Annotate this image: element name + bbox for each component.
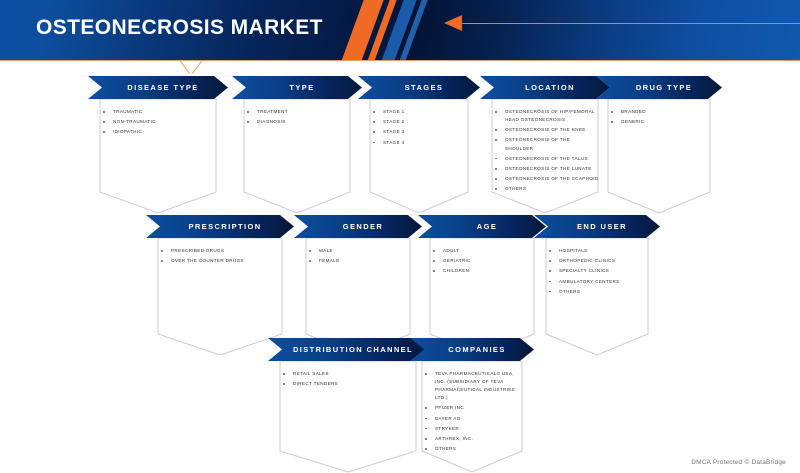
category-list-type: TREATMENT DIAGNOSIS (232, 99, 362, 126)
list-item[interactable]: FEMALE (308, 257, 412, 265)
category-card-gender: GENDER MALE FEMALE (294, 215, 422, 356)
category-card-age: AGE ADULT GERIATRIC CHILDREN (418, 215, 546, 356)
category-title-type: TYPE (289, 83, 315, 92)
list-item[interactable]: STAGE 3 (372, 128, 470, 136)
header-left-arrow-icon (444, 15, 462, 31)
category-card-end-user: END USER HOSPITALS ORTHOPEDIC CLINICS SPECI… (534, 215, 660, 356)
list-item[interactable]: STAGE 2 (372, 118, 470, 126)
category-body-companies: TEVA PHARMACEUTICALS USA, INC. (SUBSIDIA… (410, 361, 534, 473)
category-banner-type[interactable]: TYPE (232, 76, 362, 99)
list-item[interactable]: ARTHREX, INC. (424, 435, 524, 443)
category-card-distribution-channel: DISTRIBUTION CHANNEL RETAIL SALES DIRECT T… (268, 338, 428, 473)
category-card-disease-type: DISEASE TYPE TRAUMATIC NON-TRAUMATIC IDIOPA… (88, 76, 228, 214)
list-item[interactable]: OTHERS (548, 288, 650, 296)
category-body-distribution-channel: RETAIL SALES DIRECT TENDERS (268, 361, 428, 473)
list-item[interactable]: NON-TRAUMATIC (102, 118, 218, 126)
list-item[interactable]: STRYKER (424, 425, 524, 433)
list-item[interactable]: CHILDREN (432, 267, 536, 275)
category-list-end-user: HOSPITALS ORTHOPEDIC CLINICS SPECIALTY CLI… (534, 238, 660, 296)
header-underline (0, 60, 800, 61)
category-body-type: TREATMENT DIAGNOSIS (232, 99, 362, 214)
category-list-stages: STAGE 1 STAGE 2 STAGE 3 STAGE 4 (358, 99, 480, 147)
category-list-gender: MALE FEMALE (294, 238, 422, 265)
category-title-disease-type: DISEASE TYPE (127, 83, 199, 92)
list-item[interactable]: OTHERS (424, 445, 524, 453)
category-banner-stages[interactable]: STAGES (358, 76, 480, 99)
category-body-location: OSTEONECROSIS OF HIP/FEMORAL HEAD OSTEON… (480, 99, 610, 214)
list-item[interactable]: DIRECT TENDERS (282, 380, 418, 388)
category-list-prescription: PRESCRIBED DRUGS OVER THE COUNTER DRUGS (146, 238, 294, 265)
list-item[interactable]: OSTEONECROSIS OF THE LUNATE (494, 165, 600, 173)
category-banner-distribution-channel[interactable]: DISTRIBUTION CHANNEL (268, 338, 428, 361)
category-body-drug-type: BRANDED GENERIC (596, 99, 722, 214)
list-item[interactable]: OSTEONECROSIS OF THE SCAPHOID (494, 175, 600, 183)
list-item[interactable]: MALE (308, 247, 412, 255)
category-card-location: LOCATION OSTEONECROSIS OF HIP/FEMORAL HEA… (480, 76, 610, 214)
list-item[interactable]: TREATMENT (246, 108, 352, 116)
category-list-companies: TEVA PHARMACEUTICALS USA, INC. (SUBSIDIA… (410, 361, 534, 453)
list-item[interactable]: STAGE 1 (372, 108, 470, 116)
header-rule (462, 23, 800, 24)
list-item[interactable]: HOSPITALS (548, 247, 650, 255)
category-banner-disease-type[interactable]: DISEASE TYPE (88, 76, 228, 99)
list-item[interactable]: BAYER AG (424, 415, 524, 423)
header-notch-icon (178, 60, 204, 74)
category-banner-gender[interactable]: GENDER (294, 215, 422, 238)
category-banner-location[interactable]: LOCATION (480, 76, 610, 99)
list-item[interactable]: GERIATRIC (432, 257, 536, 265)
category-body-end-user: HOSPITALS ORTHOPEDIC CLINICS SPECIALTY CLI… (534, 238, 660, 356)
list-item[interactable]: RETAIL SALES (282, 370, 418, 378)
category-title-drug-type: DRUG TYPE (635, 83, 693, 92)
category-card-type: TYPE TREATMENT DIAGNOSIS (232, 76, 362, 214)
list-item[interactable]: STAGE 4 (372, 139, 470, 147)
category-card-stages: STAGES STAGE 1 STAGE 2 STAGE 3 STAGE 4 (358, 76, 480, 214)
category-card-drug-type: DRUG TYPE BRANDED GENERIC (596, 76, 722, 214)
category-banner-drug-type[interactable]: DRUG TYPE (596, 76, 722, 99)
list-item[interactable]: ORTHOPEDIC CLINICS (548, 257, 650, 265)
footer-copyright: DMCA Protected © DataBridge (691, 459, 786, 466)
category-title-stages: STAGES (404, 83, 444, 92)
category-card-prescription: PRESCRIPTION PRESCRIBED DRUGS OVER THE COU… (146, 215, 294, 356)
list-item[interactable]: PFIZER INC (424, 404, 524, 412)
list-item[interactable]: PRESCRIBED DRUGS (160, 247, 284, 255)
category-title-prescription: PRESCRIPTION (188, 222, 262, 231)
list-item[interactable]: BRANDED (610, 108, 712, 116)
list-item[interactable]: IDIOPATHIC (102, 128, 218, 136)
list-item[interactable]: DIAGNOSIS (246, 118, 352, 126)
list-item[interactable]: ADULT (432, 247, 536, 255)
list-item[interactable]: SPECIALTY CLINICS (548, 267, 650, 275)
list-item[interactable]: TRAUMATIC (102, 108, 218, 116)
category-title-companies: COMPANIES (448, 345, 506, 354)
list-item[interactable]: OSTEONECROSIS OF THE TALUS (494, 155, 600, 163)
category-title-age: AGE (476, 222, 498, 231)
list-item[interactable]: GENERIC (610, 118, 712, 126)
category-list-age: ADULT GERIATRIC CHILDREN (418, 238, 546, 275)
list-item[interactable]: TEVA PHARMACEUTICALS USA, INC. (SUBSIDIA… (424, 370, 524, 402)
category-title-gender: GENDER (342, 222, 384, 231)
page-title: OSTEONECROSIS MARKET (36, 16, 323, 39)
page-header: OSTEONECROSIS MARKET (0, 0, 800, 60)
list-item[interactable]: OTHERS (494, 185, 600, 193)
list-item[interactable]: AMBULATORY CENTERS (548, 278, 650, 286)
category-title-location: LOCATION (525, 83, 575, 92)
category-list-location: OSTEONECROSIS OF HIP/FEMORAL HEAD OSTEON… (480, 99, 610, 193)
category-banner-end-user[interactable]: END USER (534, 215, 660, 238)
category-banner-companies[interactable]: COMPANIES (410, 338, 534, 361)
category-title-distribution-channel: DISTRIBUTION CHANNEL (292, 345, 414, 354)
list-item[interactable]: OSTEONECROSIS OF HIP/FEMORAL HEAD OSTEON… (494, 108, 600, 124)
list-item[interactable]: OSTEONECROSIS OF THE SHOULDER (494, 136, 600, 152)
category-body-stages: STAGE 1 STAGE 2 STAGE 3 STAGE 4 (358, 99, 480, 214)
category-title-end-user: END USER (577, 222, 627, 231)
category-list-drug-type: BRANDED GENERIC (596, 99, 722, 126)
category-list-distribution-channel: RETAIL SALES DIRECT TENDERS (268, 361, 428, 388)
list-item[interactable]: OVER THE COUNTER DRUGS (160, 257, 284, 265)
category-body-disease-type: TRAUMATIC NON-TRAUMATIC IDIOPATHIC (88, 99, 228, 214)
category-banner-age[interactable]: AGE (418, 215, 546, 238)
category-card-companies: COMPANIES TEVA PHARMACEUTICALS USA, INC. … (410, 338, 534, 473)
list-item[interactable]: OSTEONECROSIS OF THE KNEE (494, 126, 600, 134)
category-banner-prescription[interactable]: PRESCRIPTION (146, 215, 294, 238)
category-list-disease-type: TRAUMATIC NON-TRAUMATIC IDIOPATHIC (88, 99, 228, 136)
